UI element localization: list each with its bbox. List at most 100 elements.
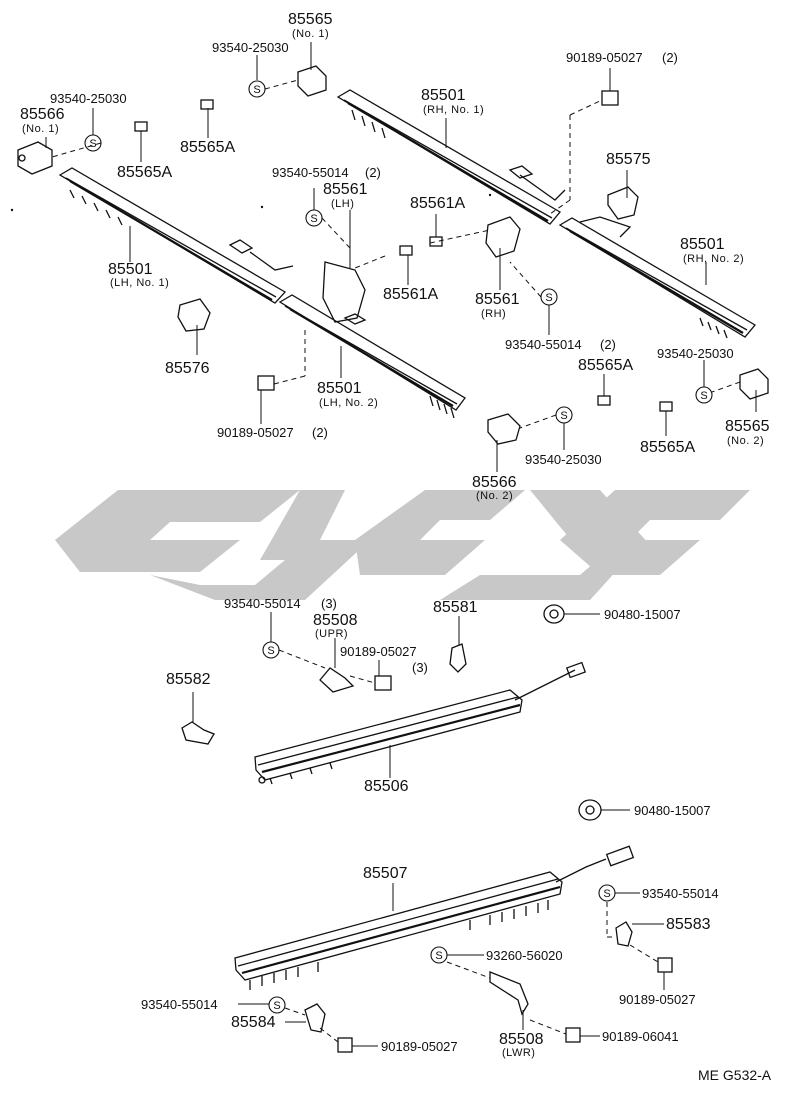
rail-85501-lh-no1	[58, 167, 294, 304]
label-85565-no2-sub: (No. 2)	[727, 435, 765, 447]
clip-90189-05027-left	[257, 375, 275, 391]
rail-85507	[234, 845, 635, 990]
screw-s: S	[89, 138, 96, 150]
label-85508-upr: 85508	[313, 612, 358, 629]
label-85501-rh-no2-sub: (RH, No. 2)	[683, 253, 745, 265]
label-85575: 85575	[606, 151, 651, 168]
screw-s: S	[603, 888, 610, 900]
label-85565A-c: 85565A	[578, 357, 634, 374]
part-85566-no2	[487, 413, 521, 445]
screw-s: S	[253, 84, 260, 96]
label-93540-25030-a: 93540-25030	[212, 40, 289, 55]
label-93540-55014-3-qty: (3)	[321, 596, 337, 611]
label-85501-lh-no1-sub: (LH, No. 1)	[110, 277, 170, 289]
label-93540-55014-lh: 93540-55014	[272, 165, 349, 180]
label-85508-upr-sub: (UPR)	[315, 628, 349, 640]
rail-85506	[254, 661, 587, 785]
screw-s: S	[267, 645, 274, 657]
rail-85501-rh-no2	[558, 216, 756, 339]
screw-s: S	[545, 292, 552, 304]
label-85565-top: 85565	[288, 11, 333, 28]
part-85575	[607, 186, 639, 220]
label-85561-lh-sub: (LH)	[331, 198, 355, 210]
assembly-dashed-lines	[51, 79, 741, 1043]
label-93540-55014-lh-qty: (2)	[365, 165, 381, 180]
screw-s-glyphs: S S S S S S S S S S	[89, 84, 707, 1012]
part-90480-15007-a	[543, 604, 565, 624]
clip-90189-05027-bot	[337, 1037, 353, 1053]
leader-lines	[45, 42, 757, 1047]
label-85583: 85583	[666, 916, 711, 933]
part-85561-lh	[322, 261, 366, 323]
screw-s: S	[273, 1000, 280, 1012]
label-90189-05027-mid: 90189-05027	[340, 644, 417, 659]
label-85566-top: 85566	[20, 106, 65, 123]
label-93540-25030-c: 93540-25030	[657, 346, 734, 361]
line-art	[10, 42, 769, 1053]
label-85501-lh-no2-sub: (LH, No. 2)	[319, 397, 379, 409]
label-85561-lh: 85561	[323, 181, 368, 198]
label-93540-25030-d: 93540-25030	[525, 452, 602, 467]
label-85501-lh-no1: 85501	[108, 261, 153, 278]
part-90480-15007-b	[578, 799, 602, 821]
label-90480-15007-a: 90480-15007	[604, 607, 681, 622]
clip-90189-05027-top	[601, 90, 619, 106]
reference-code: ME G532-A	[698, 1067, 772, 1083]
label-93540-55014-rh: 93540-55014	[505, 337, 582, 352]
label-90189-05027-r: 90189-05027	[619, 992, 696, 1007]
part-85508-upr	[319, 667, 355, 693]
label-93260-56020: 93260-56020	[486, 948, 563, 963]
label-93540-25030-b: 93540-25030	[50, 91, 127, 106]
label-90189-06041: 90189-06041	[602, 1029, 679, 1044]
label-93540-55014-r: 93540-55014	[642, 886, 719, 901]
part-85565-no2	[739, 368, 769, 400]
part-85508-lwr	[489, 971, 529, 1016]
label-85561-rh-sub: (RH)	[481, 308, 507, 320]
label-85501-rh-no1: 85501	[421, 87, 466, 104]
label-93540-55014-3: 93540-55014	[224, 596, 301, 611]
label-85501-rh-no1-sub: (RH, No. 1)	[423, 104, 485, 116]
label-90189-05027-bot: 90189-05027	[381, 1039, 458, 1054]
part-85584	[304, 1003, 326, 1033]
part-85576	[177, 298, 211, 332]
clip-90189-05027-r	[657, 957, 673, 973]
label-85501-rh-no2: 85501	[680, 236, 725, 253]
label-85565A-a: 85565A	[180, 139, 236, 156]
part-85565-no1	[297, 65, 327, 97]
screw-s: S	[435, 950, 442, 962]
label-85561-rh: 85561	[475, 291, 520, 308]
screw-s: S	[310, 213, 317, 225]
label-90480-15007-b: 90480-15007	[634, 803, 711, 818]
label-85561A-b: 85561A	[383, 286, 439, 303]
label-93540-55014-l: 93540-55014	[141, 997, 218, 1012]
label-90189-05027-left-qty: (2)	[312, 425, 328, 440]
label-85582: 85582	[166, 671, 211, 688]
part-85582	[181, 721, 215, 745]
label-85566-top-sub: (No. 1)	[22, 123, 60, 135]
label-85507: 85507	[363, 865, 408, 882]
clip-90189-05027-mid	[374, 675, 392, 691]
label-85565A-b: 85565A	[117, 164, 173, 181]
clip-90189-06041	[565, 1027, 581, 1043]
label-85565-top-sub: (No. 1)	[292, 28, 330, 40]
rail-85501-rh-no1	[336, 89, 566, 225]
label-90189-05027-top: 90189-05027	[566, 50, 643, 65]
label-85576: 85576	[165, 360, 210, 377]
rail-85501-lh-no2	[278, 294, 466, 419]
part-85566-no1	[17, 141, 53, 175]
part-85561-rh	[485, 216, 521, 258]
label-85584: 85584	[231, 1014, 276, 1031]
screw-s: S	[560, 410, 567, 422]
label-85561A-a: 85561A	[410, 195, 466, 212]
label-85566-no2: 85566	[472, 474, 517, 491]
screw-s: S	[700, 390, 707, 402]
label-85501-lh-no2: 85501	[317, 380, 362, 397]
label-90189-05027-top-qty: (2)	[662, 50, 678, 65]
part-85583	[615, 921, 633, 947]
label-85508-lwr: 85508	[499, 1031, 544, 1048]
label-85565A-d: 85565A	[640, 439, 696, 456]
label-90189-05027-left: 90189-05027	[217, 425, 294, 440]
label-85581: 85581	[433, 599, 478, 616]
part-85581	[449, 643, 467, 673]
